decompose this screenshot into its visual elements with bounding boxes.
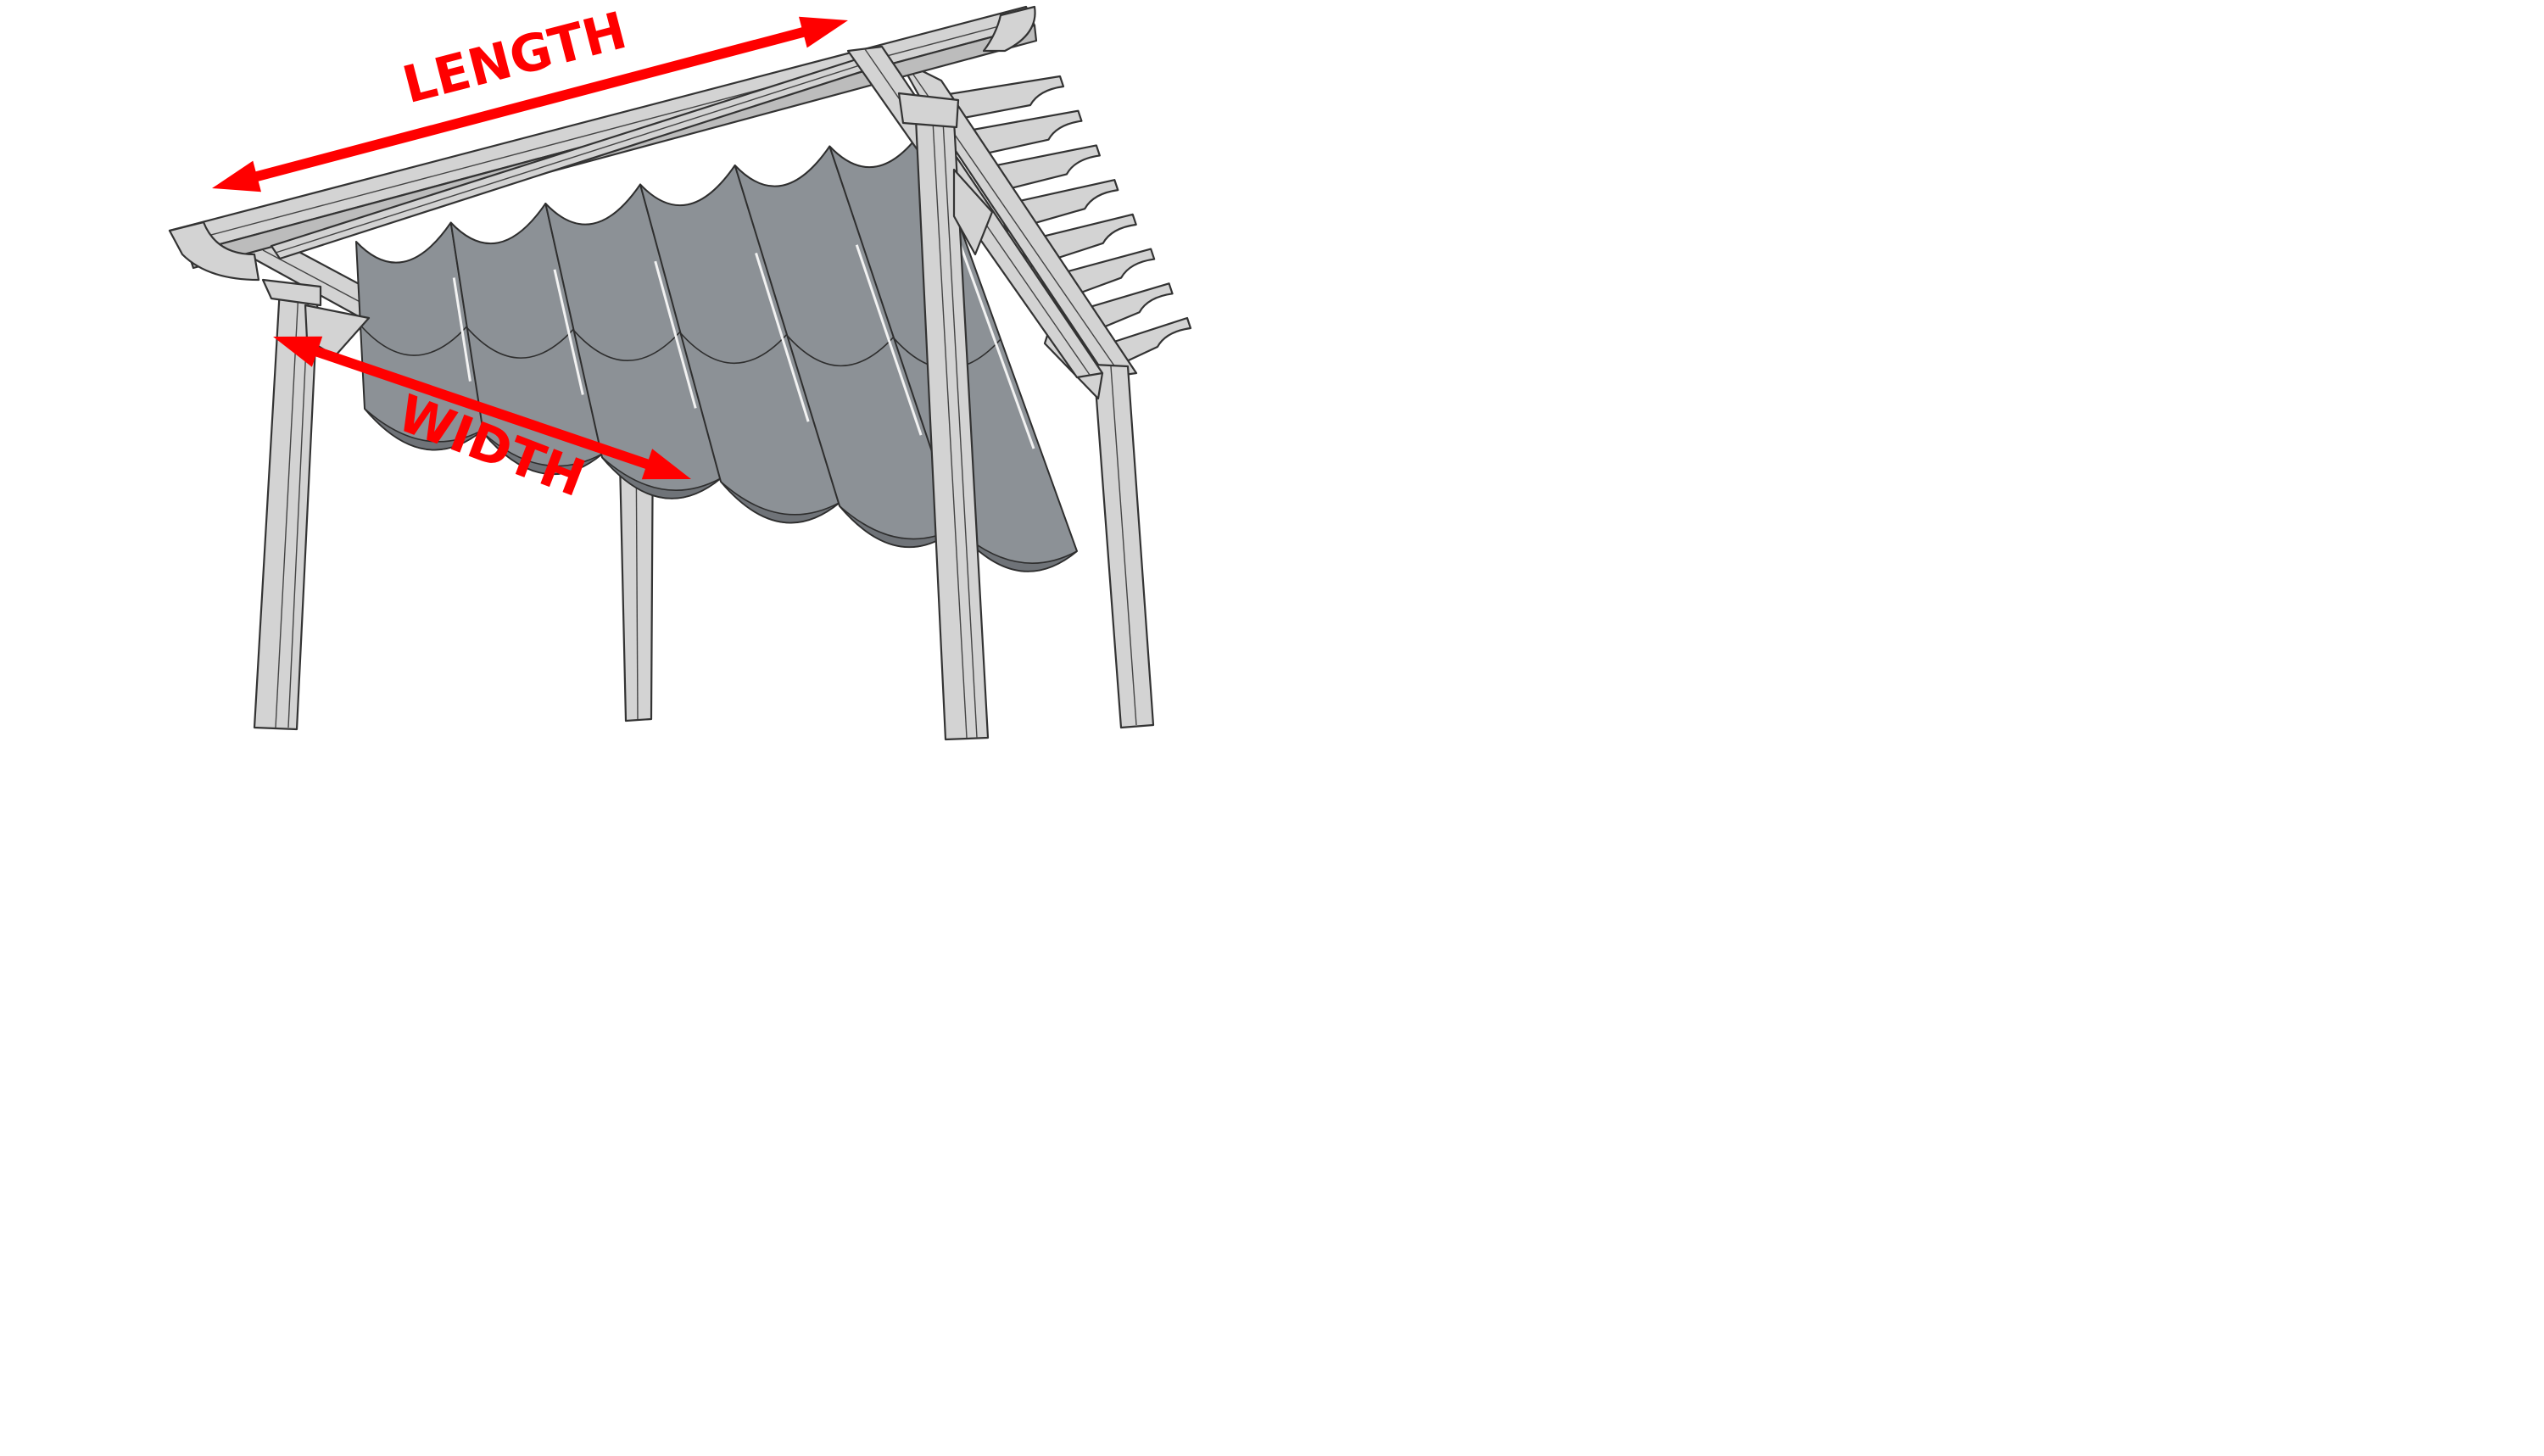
length-label: LENGTH (397, 1, 633, 115)
front-left-post (253, 278, 371, 731)
length-dimension-arrow (212, 16, 848, 192)
canopy-fold-line (786, 335, 895, 367)
canopy-crest-highlight (956, 236, 1035, 449)
canopy-crest-highlight (755, 252, 810, 422)
width-dimension-arrow (273, 336, 691, 480)
canopy-crest-highlight (654, 260, 697, 409)
width-arrow-shaft (273, 336, 691, 480)
rafter-tail (931, 75, 1065, 124)
front-right-post (897, 92, 994, 741)
length-arrow-shaft (212, 16, 848, 192)
canopy-scallop-edge (957, 529, 1078, 572)
pergola-illustration: LENGTH WIDTH (168, 1, 1192, 741)
wave-canopy (355, 126, 1078, 572)
canopy-fold-line (466, 327, 575, 359)
canopy-crest-highlight (553, 269, 584, 395)
pergola-diagram: LENGTH WIDTH (0, 0, 1330, 763)
canopy-fold-line (679, 332, 788, 364)
canopy-fold-line (360, 324, 468, 356)
canopy-fold-line (573, 330, 682, 361)
canopy-crest-highlight (855, 244, 923, 436)
canopy-crest-highlight (452, 277, 471, 382)
